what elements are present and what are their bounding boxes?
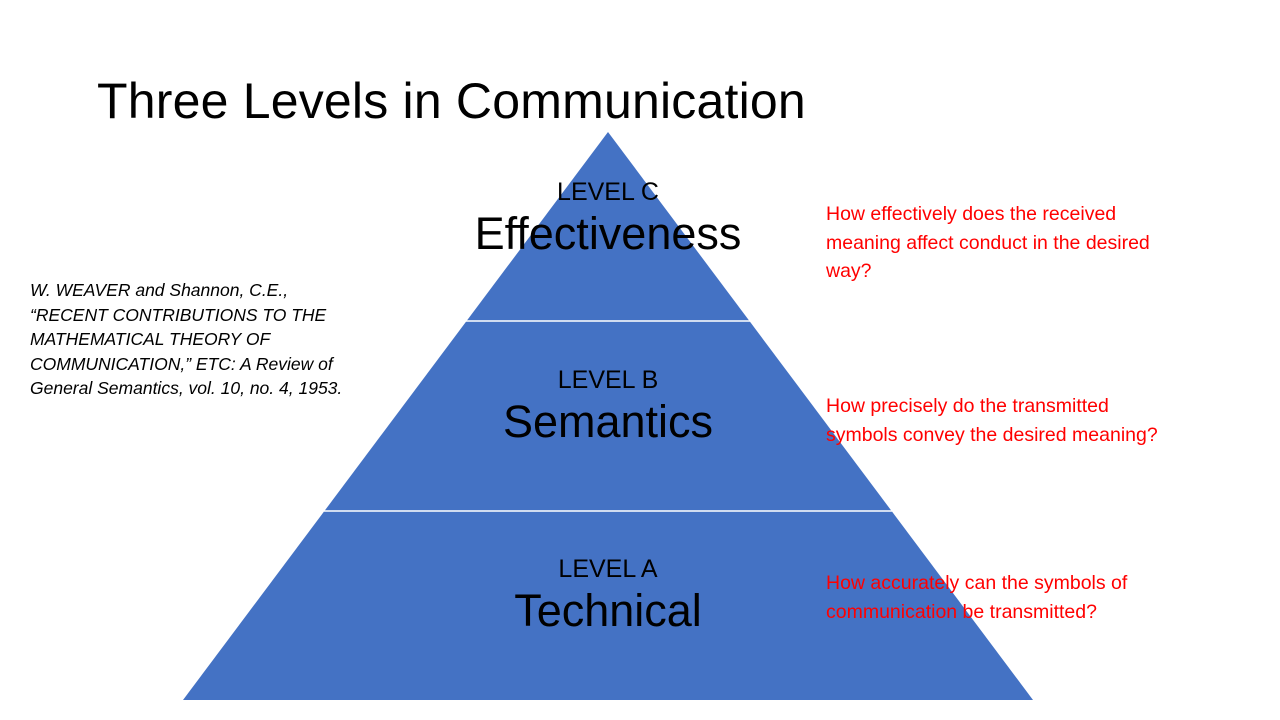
citation-line: “RECENT CONTRIBUTIONS TO THE: [30, 304, 327, 325]
slide-title: Three Levels in Communication: [97, 73, 806, 129]
level-b-question: How precisely do the transmitted symbols…: [826, 392, 1158, 449]
level-a-block: LEVEL A Technical: [458, 554, 758, 638]
level-c-label: LEVEL C: [557, 178, 659, 206]
level-c-name: Effectiveness: [474, 208, 742, 259]
question-line: How effectively does the received: [826, 203, 1117, 225]
level-c-block: LEVEL C Effectiveness: [458, 177, 758, 261]
question-line: symbols convey the desired meaning?: [826, 423, 1158, 446]
question-line: communication be transmitted?: [826, 600, 1097, 623]
level-b-block: LEVEL B Semantics: [458, 365, 758, 449]
citation-line: W. WEAVER and Shannon, C.E.,: [30, 280, 289, 300]
level-a-label: LEVEL A: [558, 555, 658, 583]
level-a-question: How accurately can the symbols of commun…: [826, 569, 1127, 626]
pyramid-shape: [183, 132, 1033, 700]
citation: W. WEAVER and Shannon, C.E., “RECENT CON…: [30, 278, 390, 401]
question-line: way?: [826, 260, 872, 282]
citation-line: MATHEMATICAL THEORY OF: [30, 329, 271, 349]
level-b-label: LEVEL B: [557, 366, 659, 394]
question-line: How precisely do the transmitted: [826, 395, 1109, 417]
level-c-question: How effectively does the received meanin…: [826, 200, 1150, 286]
level-a-name: Technical: [514, 585, 702, 636]
question-line: How accurately can the symbols of: [826, 572, 1128, 594]
citation-line: COMMUNICATION,” ETC: A Review of: [30, 353, 333, 374]
question-line: meaning affect conduct in the desired: [826, 231, 1150, 254]
level-b-name: Semantics: [502, 396, 714, 447]
citation-line: General Semantics, vol. 10, no. 4, 1953.: [30, 378, 343, 398]
